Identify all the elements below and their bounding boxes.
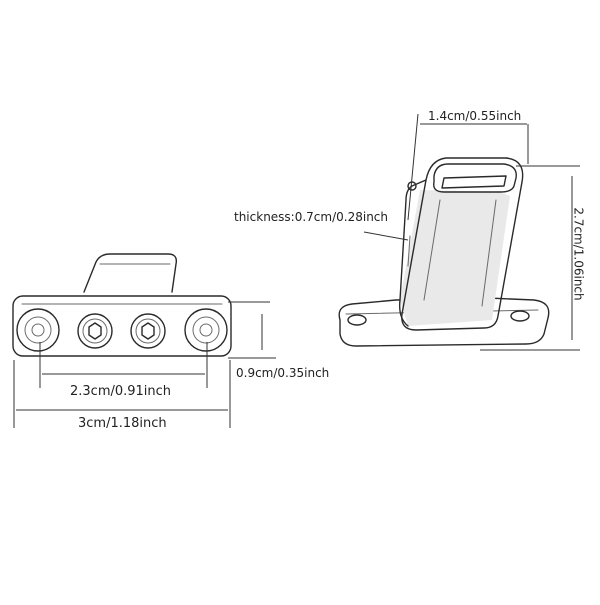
- hole-spacing-label: 2.3cm/0.91inch: [70, 384, 172, 399]
- upright-shading: [400, 190, 510, 326]
- plate-length-label: 3cm/1.18inch: [78, 416, 167, 431]
- height-label: 2.7cm/1.06inch: [571, 207, 586, 301]
- top-slot-inner: [441, 175, 507, 189]
- top-width-label: 1.4cm/0.55inch: [428, 109, 522, 123]
- countersunk-hole-left: [16, 308, 60, 352]
- hex-screw-left: [77, 313, 113, 349]
- body-highlight-1: [423, 199, 441, 301]
- mount-hole-left: [347, 314, 367, 326]
- front-view: [12, 253, 232, 357]
- hex-screw-right: [130, 313, 166, 349]
- upright-side-slot: [407, 235, 411, 267]
- perspective-view: [338, 157, 550, 347]
- base-plate: [12, 295, 232, 357]
- stem-outline: [83, 253, 178, 293]
- upright-front-face: [401, 157, 524, 331]
- base-plate-perspective: [338, 297, 550, 347]
- perspective-view-dimensions: [363, 113, 580, 351]
- countersunk-hole-right: [184, 308, 228, 352]
- top-slot-outer: [433, 163, 517, 193]
- front-view-dimensions: [13, 301, 276, 428]
- body-highlight-2: [481, 199, 497, 307]
- upright-side-face: [398, 179, 427, 327]
- mount-hole-right: [510, 310, 530, 322]
- thickness-label: thickness:0.7cm/0.28inch: [234, 210, 389, 224]
- plate-height-label: 0.9cm/0.35inch: [236, 366, 330, 380]
